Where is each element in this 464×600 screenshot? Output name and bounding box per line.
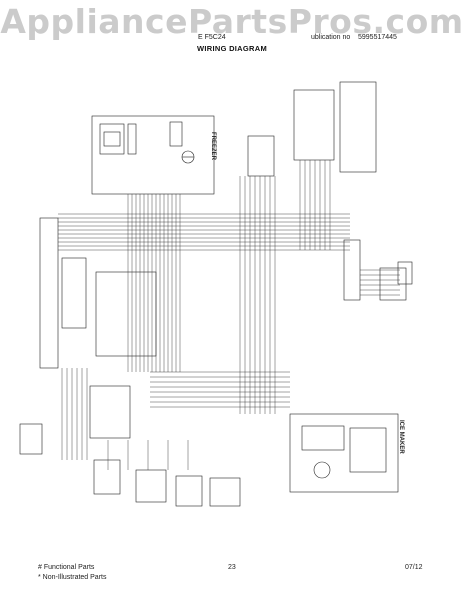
page-title: WIRING DIAGRAM xyxy=(196,44,268,53)
freezer-module-box xyxy=(91,115,215,195)
publication-label: ublication no xyxy=(311,34,351,41)
ice-maker-label: ICE MAKER xyxy=(398,420,404,454)
ice-maker-module-box xyxy=(289,413,399,493)
legend-non-illustrated-parts: * Non-Illustrated Parts xyxy=(38,574,107,581)
wiring-diagram xyxy=(19,81,413,507)
freezer-label: FREEZER xyxy=(210,132,216,161)
page-number: 23 xyxy=(228,564,236,571)
revision-date: 07/12 xyxy=(405,564,423,571)
main-control-board xyxy=(95,271,157,357)
header-fragment: E F5C24 xyxy=(198,34,226,41)
watermark: AppliancePartsPros.com xyxy=(0,2,464,41)
legend-functional-parts: # Functional Parts xyxy=(38,564,95,571)
publication-number: 5995517445 xyxy=(358,34,397,41)
